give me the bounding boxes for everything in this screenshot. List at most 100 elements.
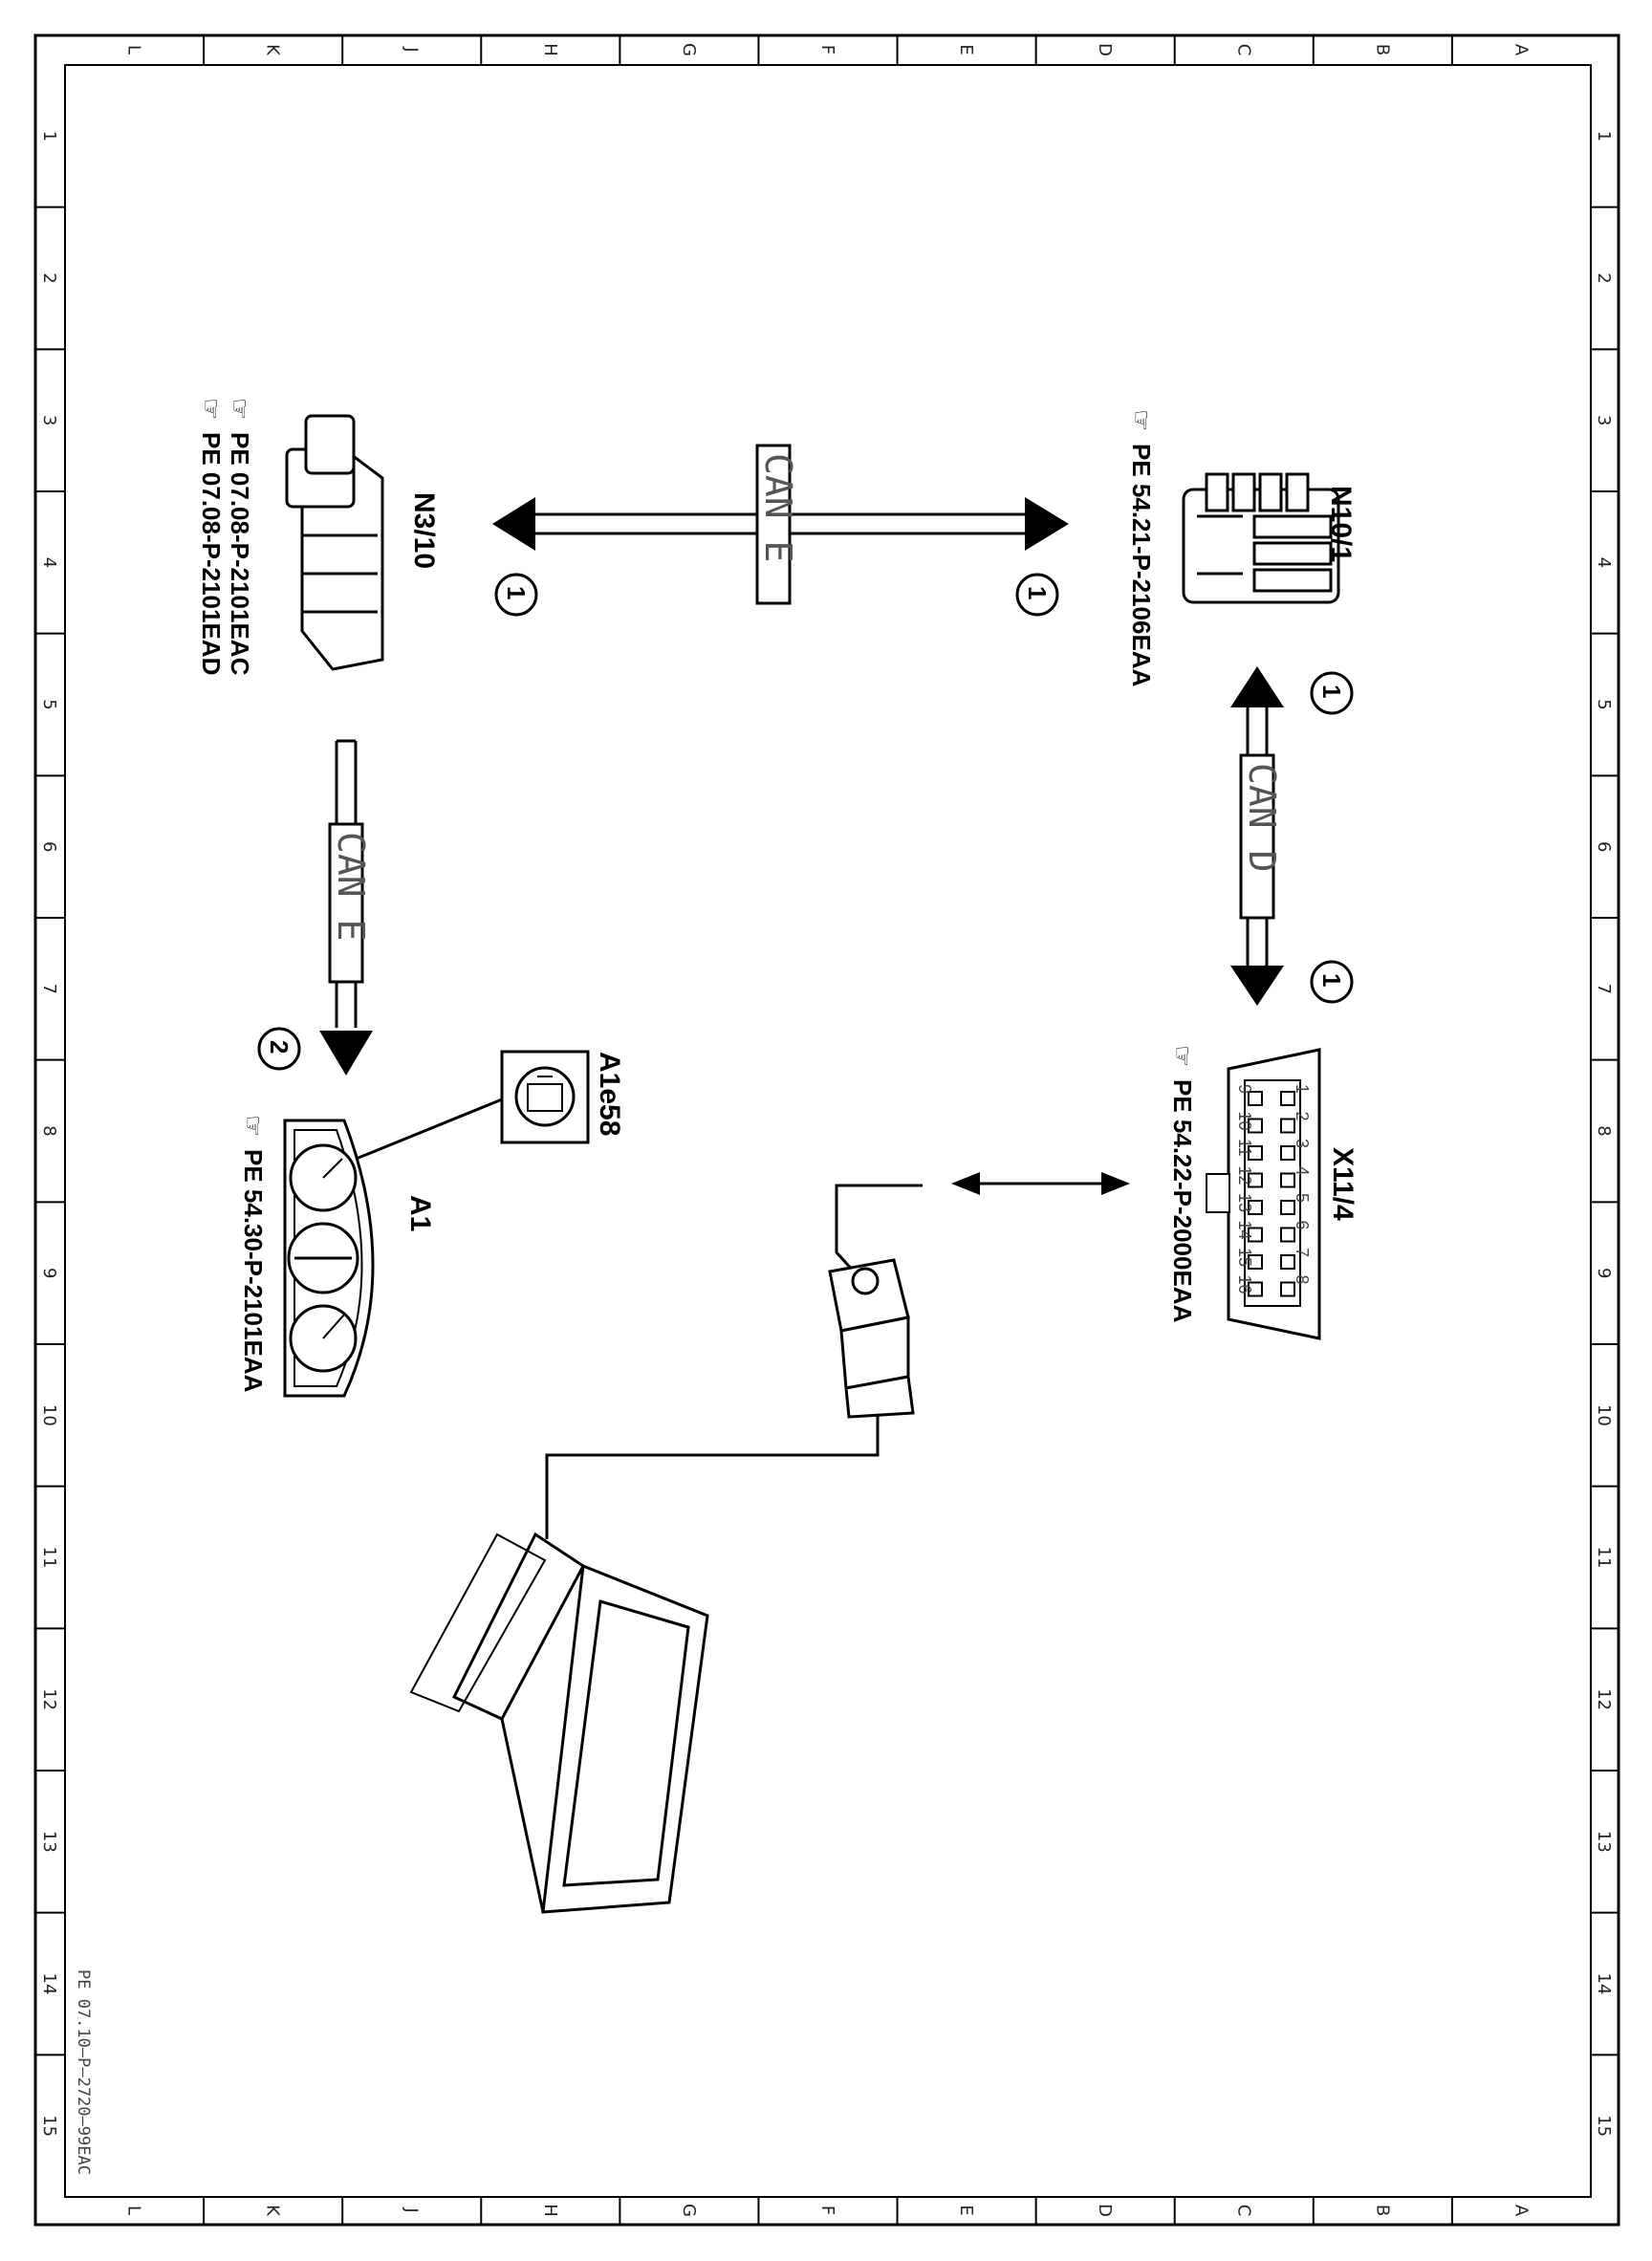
col-label-top: C (1233, 44, 1253, 56)
x11-4-obd-connector-icon (1206, 1048, 1321, 1340)
diagnostic-link-arrow (951, 1172, 1130, 1195)
col-label-bottom: G (679, 2204, 699, 2217)
row-label-right: 3 (1594, 415, 1614, 425)
obd-pin (1280, 1091, 1295, 1106)
row-label-right: 6 (1594, 841, 1614, 852)
col-label-bottom: A (1511, 2205, 1531, 2217)
can-e-bus-left: CAN E (319, 739, 373, 1076)
marker-1-text: 1 (502, 586, 531, 599)
hand-pointer-icon: ☞ (226, 398, 254, 420)
col-label-bottom: K (263, 2205, 283, 2217)
col-label-bottom: E (956, 2205, 976, 2215)
outer-frame (33, 33, 1620, 2227)
a1-ref: PE 54.30-P-2101EAA (239, 1149, 268, 1393)
obd-pin-label: 6 (1293, 1221, 1312, 1230)
marker-circle (1310, 960, 1354, 1004)
obd-pin-label: 1 (1293, 1084, 1312, 1094)
obd-pin (1248, 1254, 1263, 1270)
marker-1-text: 1 (1023, 586, 1052, 599)
row-label-left: 9 (39, 1268, 59, 1278)
row-label-right: 7 (1594, 984, 1614, 994)
row-label-right: 15 (1594, 2115, 1614, 2137)
can-e-bus-top: CAN E (492, 444, 1069, 605)
obd-pin (1280, 1254, 1295, 1270)
left-arrow-head (492, 497, 535, 551)
row-label-right: 13 (1594, 1831, 1614, 1853)
marker-circle (494, 573, 538, 617)
row-label-right: 11 (1594, 1547, 1614, 1569)
marker-circle (1310, 671, 1354, 715)
row-label-left: 1 (39, 131, 59, 141)
obd-pin (1248, 1200, 1263, 1215)
grid-dividers (35, 35, 1619, 2225)
n10-1-label: N10/1 (1325, 486, 1357, 562)
col-label-bottom: D (1095, 2204, 1115, 2217)
obd-pin (1248, 1145, 1263, 1161)
marker-circle (1015, 573, 1059, 617)
row-label-right: 5 (1594, 699, 1614, 709)
row-label-left: 7 (39, 984, 59, 994)
row-label-left: 13 (39, 1831, 59, 1853)
n3-10-label: N3/10 (408, 492, 440, 569)
obd-pin-label: 5 (1293, 1193, 1312, 1203)
col-label-bottom: J (402, 2207, 422, 2212)
row-label-left: 10 (39, 1404, 59, 1426)
up-arrow-head (1230, 666, 1284, 707)
row-label-left: 6 (39, 841, 59, 852)
col-label-top: L (124, 45, 144, 54)
x11-4-label: X11/4 (1327, 1147, 1359, 1221)
obd-pin (1248, 1227, 1263, 1243)
laptop-icon (409, 1532, 709, 1914)
a1e58-label: A1e58 (594, 1052, 625, 1136)
obd-pin-label: 14 (1235, 1221, 1254, 1240)
a1-label: A1 (404, 1195, 436, 1231)
obd-pin-label: 16 (1235, 1275, 1254, 1294)
col-label-bottom: C (1233, 2205, 1253, 2217)
a1-instrument-cluster-icon (283, 1119, 375, 1398)
row-label-right: 2 (1594, 272, 1614, 283)
col-label-bottom: B (1372, 2205, 1392, 2216)
row-label-left: 5 (39, 699, 59, 709)
obd-pin-label: 8 (1293, 1275, 1312, 1285)
obd-pin (1280, 1281, 1295, 1297)
col-label-top: J (402, 46, 422, 52)
hand-pointer-icon: ☞ (239, 1115, 268, 1137)
row-label-right: 8 (1594, 1125, 1614, 1136)
down-arrow-head (319, 1031, 373, 1076)
obd-pin (1280, 1118, 1295, 1134)
obd-pin-label: 15 (1235, 1248, 1254, 1267)
row-label-right: 4 (1594, 557, 1614, 568)
col-label-top: H (540, 43, 560, 56)
col-label-bottom: L (124, 2206, 144, 2215)
row-label-right: 10 (1594, 1404, 1614, 1426)
obd-pin-label: 4 (1293, 1166, 1312, 1176)
col-label-bottom: F (817, 2206, 837, 2215)
obd-pin-label: 9 (1235, 1084, 1254, 1094)
n3-10-ref-2: PE 07.08-P-2101EAD (197, 432, 226, 675)
row-label-left: 2 (39, 272, 59, 283)
obd-pin-label: 2 (1293, 1112, 1312, 1121)
row-label-left: 15 (39, 2115, 59, 2137)
obd-pin-label: 3 (1293, 1139, 1312, 1148)
obd-pin-label: 11 (1235, 1139, 1254, 1157)
can-d-label: CAN D (1241, 763, 1283, 872)
obd-pin (1248, 1091, 1263, 1106)
can-e-left-label: CAN E (330, 832, 372, 941)
a1e58-indicator-icon (500, 1050, 590, 1144)
n10-1-connector-icon (1182, 472, 1340, 604)
x11-4-ref: PE 54.22-P-2000EAA (1168, 1079, 1197, 1323)
col-label-bottom: H (540, 2204, 560, 2217)
n10-1-ref: PE 54.21-P-2106EAA (1127, 444, 1156, 687)
marker-circle (257, 1027, 301, 1071)
a1e58-lead-line (332, 1098, 503, 1170)
hand-pointer-icon: ☞ (197, 398, 226, 420)
inner-frame (64, 64, 1592, 2198)
marker-1-text: 1 (1317, 973, 1346, 987)
obd-pin (1248, 1281, 1263, 1297)
col-label-top: F (817, 45, 837, 54)
col-label-top: K (263, 44, 283, 56)
obd-pin (1280, 1145, 1295, 1161)
row-label-left: 11 (39, 1547, 59, 1569)
